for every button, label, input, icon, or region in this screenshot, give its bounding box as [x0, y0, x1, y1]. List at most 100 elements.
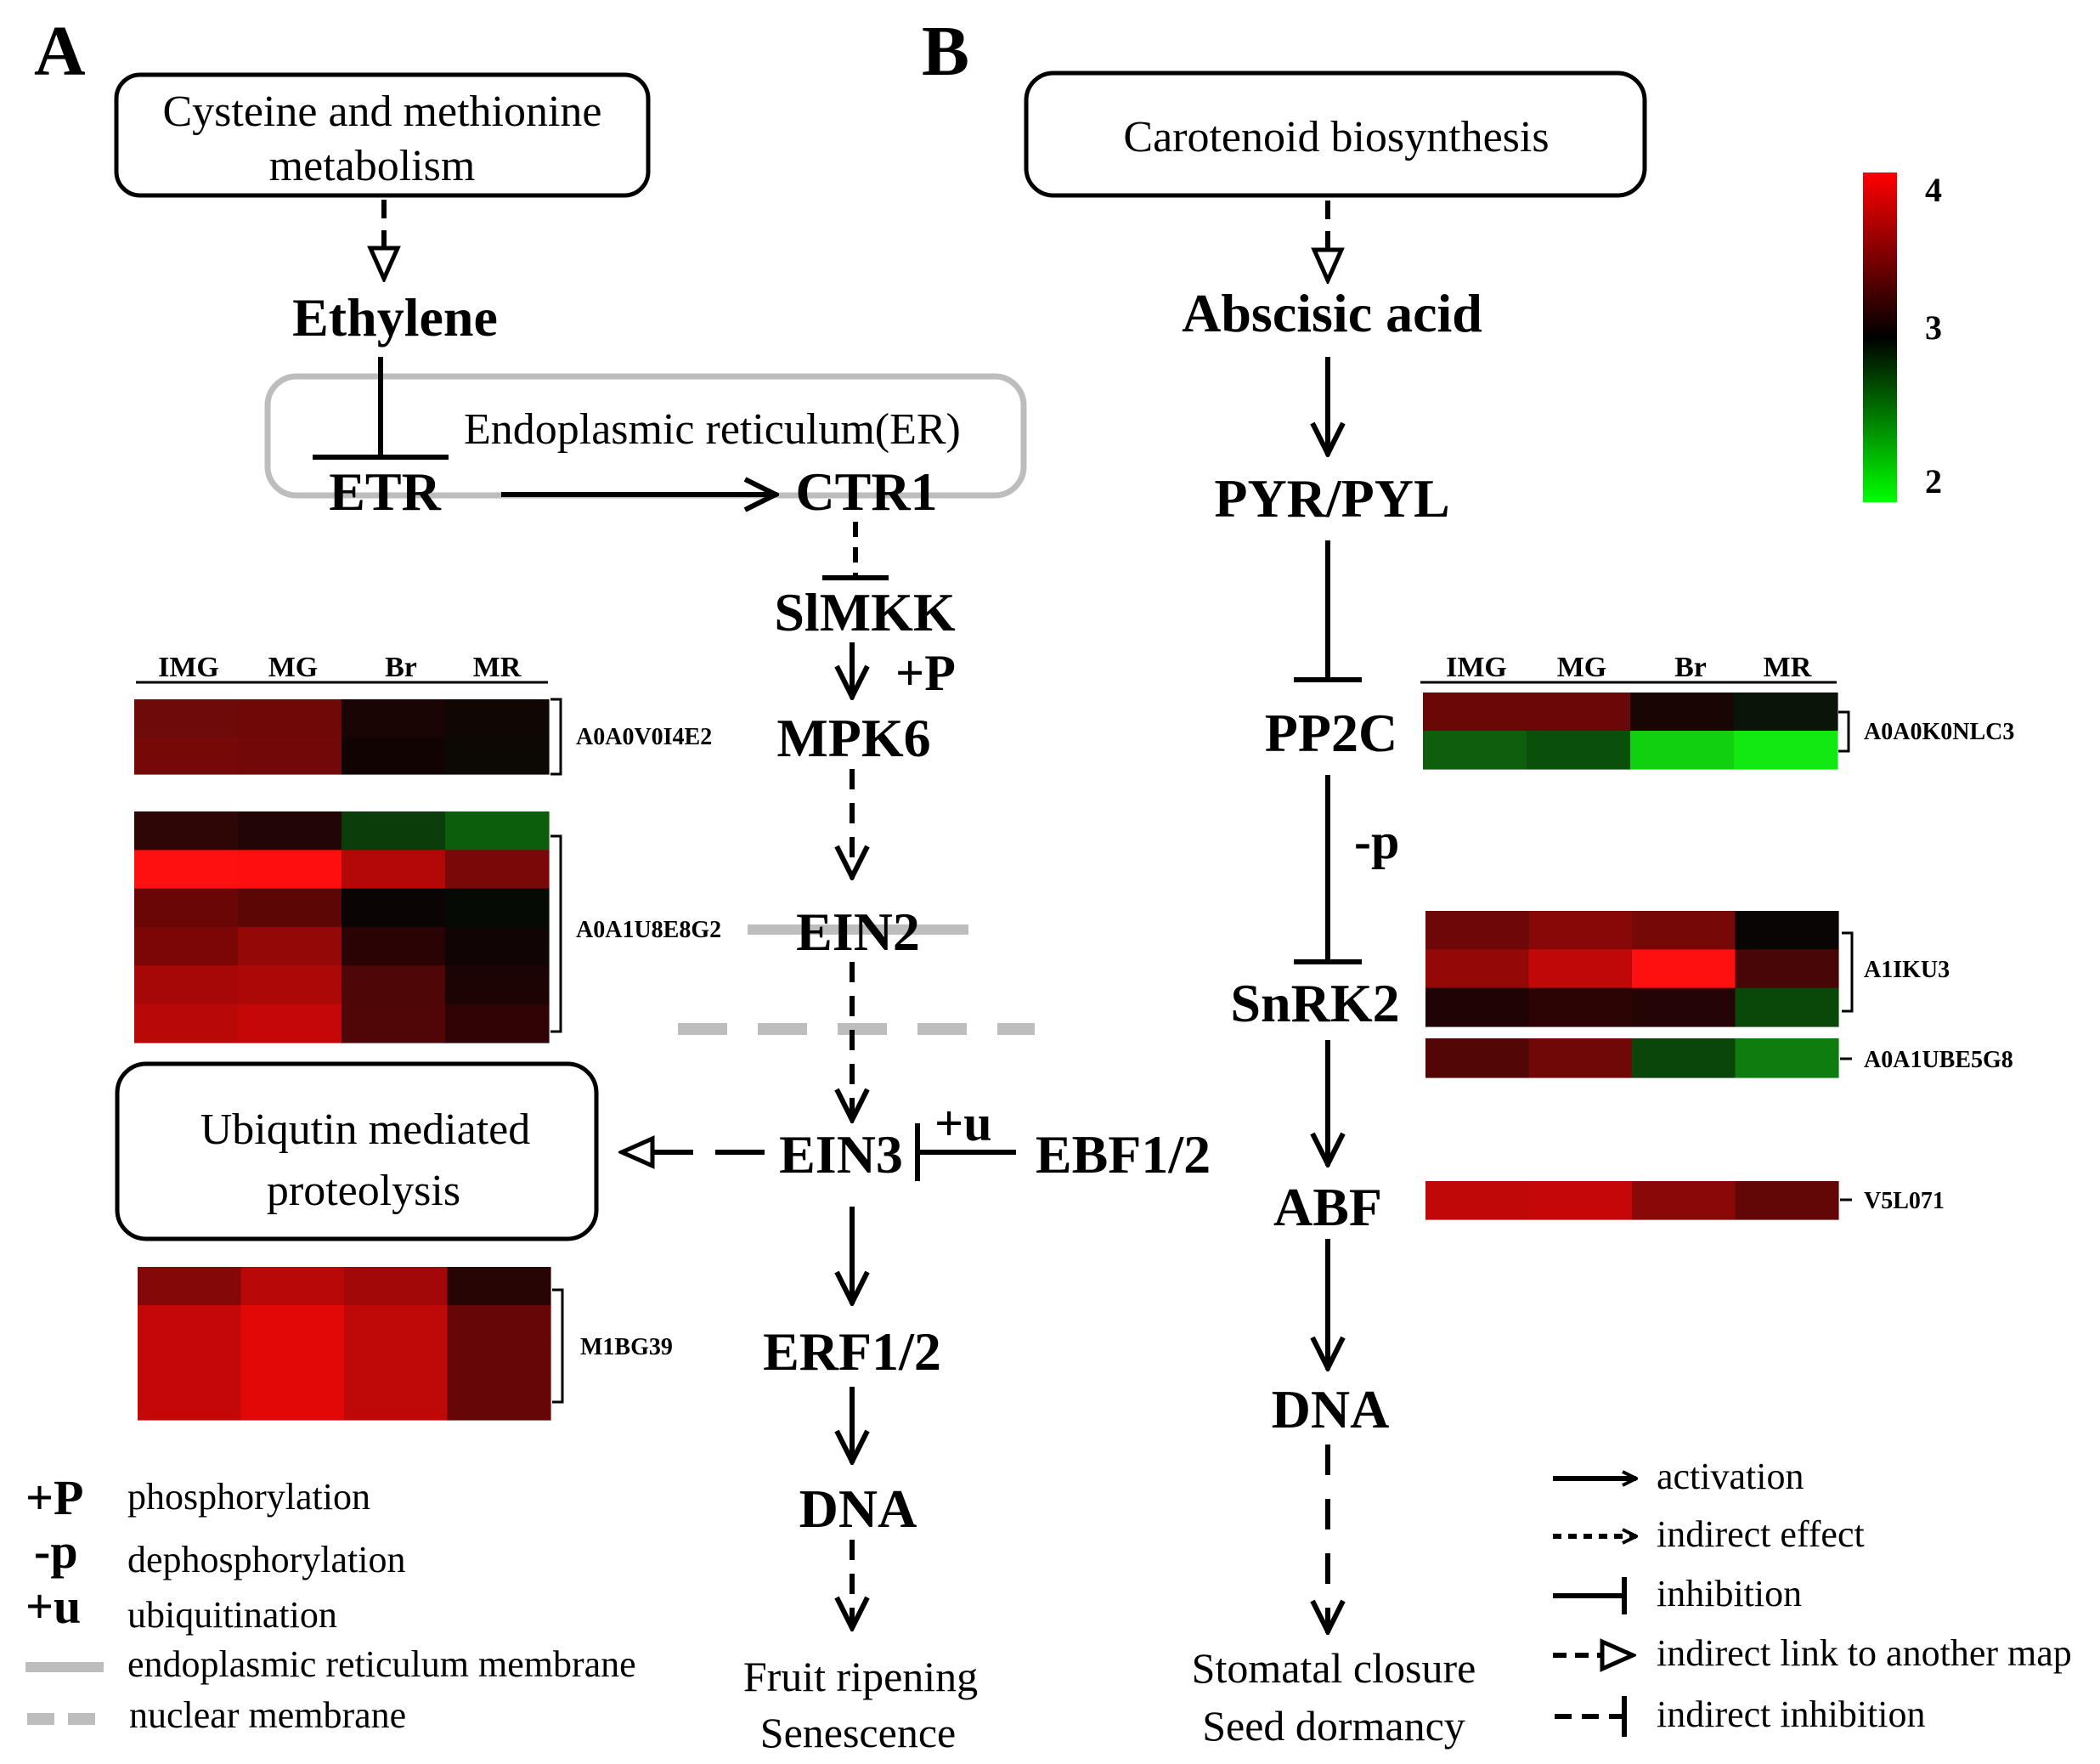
heatmap-id-a0a0k0nlc3: A0A0K0NLC3: [1864, 719, 2014, 745]
heatmap-cell: [1632, 1038, 1736, 1078]
heatmap-cell: [134, 811, 239, 851]
heatmap-cell: [445, 811, 550, 851]
legend-label-indirect-inhibition: indirect inhibition: [1657, 1693, 1926, 1735]
heatmap-cell: [1735, 987, 1839, 1027]
heatmap-cell: [238, 850, 342, 890]
heatmap-cell: [342, 965, 446, 1005]
modifier-plus-u: +u: [934, 1095, 992, 1151]
heatmap-cell: [344, 1267, 449, 1306]
heatmap-col-label: IMG: [158, 652, 219, 683]
node-aba: Abscisic acid: [1182, 283, 1482, 343]
heatmap-cell: [134, 965, 239, 1005]
heatmap-m1bg39: [138, 1267, 551, 1421]
heatmap-cell: [238, 811, 342, 851]
heatmap-cell: [1423, 693, 1527, 732]
node-ein3: EIN3: [779, 1124, 903, 1184]
colorbar: [1863, 172, 1897, 502]
colorbar-max: 4: [1925, 171, 1942, 209]
heatmap-cell: [344, 1305, 449, 1344]
node-etr: ETR: [329, 461, 441, 522]
heatmap-cell: [1425, 987, 1530, 1027]
heatmap-cell: [344, 1382, 449, 1421]
colorbar-min: 2: [1925, 462, 1942, 500]
legend-label-ubiquitination: ubiquitination: [127, 1594, 337, 1636]
source-box-a-line1: Cysteine and methionine: [162, 88, 601, 136]
legend-symbol-phosphorylation: +P: [25, 1470, 83, 1525]
node-ethylene: Ethylene: [292, 287, 498, 348]
heatmap-cell: [238, 1004, 342, 1043]
heatmap-cell: [238, 927, 342, 966]
heatmap-cell: [1734, 731, 1838, 770]
heatmap-id-a0a1ube5g8: A0A1UBE5G8: [1864, 1047, 2013, 1073]
node-ein2: EIN2: [796, 902, 920, 962]
heatmap-bracket: [552, 1288, 564, 1404]
heatmap-cell: [134, 888, 239, 928]
er-label: Endoplasmic reticulum(ER): [464, 405, 961, 454]
heatmap-bracket: [1838, 710, 1850, 753]
colorbar-mid: 3: [1925, 308, 1942, 347]
heatmap-cell: [1528, 949, 1633, 989]
node-abf: ABF: [1273, 1177, 1382, 1237]
node-ebf: EBF1/2: [1036, 1124, 1211, 1184]
heatmap-cell: [238, 965, 342, 1005]
heatmap-cell: [1630, 693, 1735, 732]
heatmap-cell: [134, 1004, 239, 1043]
heatmap-cell: [342, 811, 446, 851]
ubiquitin-box-line2: proteolysis: [267, 1167, 460, 1215]
heatmap-cell: [342, 888, 446, 928]
heatmap-a0a1u8e8g2: [134, 811, 550, 1043]
heatmap-cell: [344, 1343, 449, 1382]
heatmap-cell: [1632, 1181, 1736, 1220]
heatmap-header-a: IMG MG Br MR: [136, 652, 548, 684]
legend-label-indirect-effect: indirect effect: [1657, 1513, 1865, 1555]
source-box-a: [114, 72, 651, 198]
node-pyr: PYR/PYL: [1214, 468, 1449, 529]
panel-label-a: A: [34, 12, 86, 91]
heatmap-header-b: IMG MG Br MR: [1420, 652, 1837, 684]
heatmap-bracket: [550, 698, 562, 776]
heatmap-cell: [1528, 1038, 1633, 1078]
legend-label-indirect-link: indirect link to another map: [1657, 1632, 2072, 1674]
heatmap-col-label: IMG: [1446, 652, 1507, 683]
node-simkk: SlMKK: [774, 582, 956, 642]
heatmap-cell: [447, 1305, 551, 1344]
heatmap-cell: [447, 1267, 551, 1306]
heatmap-cell: [445, 888, 550, 928]
heatmap-cell: [342, 927, 446, 966]
heatmap-bracket: [550, 834, 562, 1033]
heatmap-id-a1iku3: A1IKU3: [1864, 957, 1950, 983]
heatmap-cell: [1735, 949, 1839, 989]
heatmap-cell: [1528, 987, 1633, 1027]
outcome-b-line2: Seed dormancy: [1202, 1702, 1465, 1750]
modifier-plus-p: +P: [895, 645, 956, 701]
legend-label-dephosphorylation: dephosphorylation: [127, 1539, 406, 1580]
heatmap-id-v5l071: V5L071: [1864, 1188, 1945, 1214]
heatmap-col-label: MG: [268, 652, 319, 683]
node-ctr1: CTR1: [795, 461, 937, 522]
node-pp2c: PP2C: [1265, 703, 1397, 763]
heatmap-col-label: Br: [385, 652, 417, 683]
heatmap-cell: [1632, 949, 1736, 989]
heatmap-cell: [445, 737, 550, 775]
heatmap-cell: [1632, 987, 1736, 1027]
heatmap-cell: [134, 737, 239, 775]
heatmap-cell: [1630, 731, 1735, 770]
heatmap-cell: [1528, 1181, 1633, 1220]
heatmap-cell: [342, 850, 446, 890]
heatmap-cell: [1734, 693, 1838, 732]
heatmap-cell: [1425, 1181, 1530, 1220]
heatmap-cell: [445, 699, 550, 738]
node-mpk6: MPK6: [776, 708, 930, 768]
heatmap-cell: [1735, 1181, 1839, 1220]
heatmap-cell: [134, 850, 239, 890]
heatmap-cell: [447, 1343, 551, 1382]
panel-label-b: B: [922, 12, 969, 91]
heatmap-cell: [445, 927, 550, 966]
heatmap-cell: [1425, 1038, 1530, 1078]
source-box-b: [1024, 71, 1647, 198]
ubiquitin-box: [115, 1061, 599, 1241]
heatmap-cell: [342, 1004, 446, 1043]
heatmap-cell: [134, 699, 239, 738]
heatmap-cell: [1632, 911, 1736, 950]
legend-label-nuclear-membrane: nuclear membrane: [129, 1694, 406, 1736]
